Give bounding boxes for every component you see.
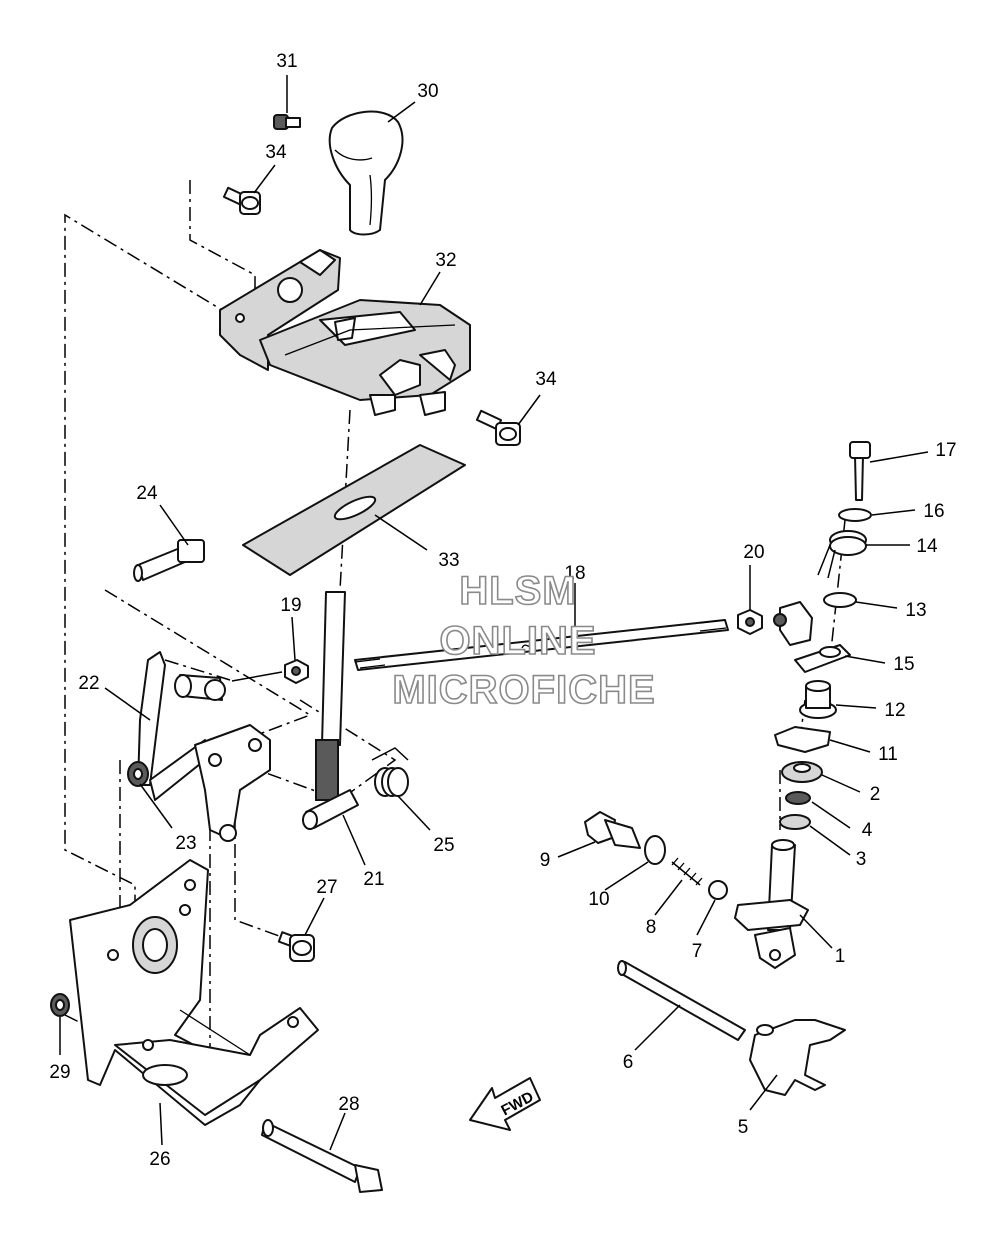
- callout-1: 1: [835, 946, 846, 967]
- spring-25[interactable]: [371, 747, 409, 797]
- watermark-line-1: HLSM: [459, 569, 576, 613]
- washer-13[interactable]: [823, 592, 857, 608]
- bolt-28[interactable]: [261, 1119, 383, 1193]
- fwd-direction-arrow: FWD: [469, 1077, 541, 1131]
- shift-rod-6[interactable]: [617, 960, 746, 1041]
- shift-arm-22[interactable]: [137, 651, 226, 786]
- callout-33: 33: [438, 550, 459, 571]
- shift-rod-21[interactable]: [302, 591, 359, 830]
- callout-26: 26: [149, 1149, 170, 1170]
- callout-27: 27: [316, 877, 337, 898]
- washer-16[interactable]: [838, 508, 872, 522]
- ball-7[interactable]: [708, 880, 728, 900]
- shift-knob-30[interactable]: [328, 110, 404, 236]
- callout-24: 24: [136, 483, 158, 504]
- callout-11: 11: [878, 744, 898, 765]
- washer-29[interactable]: [50, 993, 70, 1017]
- shift-bracket-21[interactable]: [149, 724, 271, 842]
- circlip-4[interactable]: [785, 791, 811, 805]
- washer-3[interactable]: [779, 814, 811, 830]
- nut-19[interactable]: [284, 659, 309, 684]
- bolt-24[interactable]: [133, 539, 205, 582]
- spring-14[interactable]: [817, 530, 867, 579]
- callout-28: 28: [338, 1094, 359, 1115]
- callout-31: 31: [276, 51, 297, 72]
- plug-9[interactable]: [584, 811, 641, 849]
- stopper-11[interactable]: [774, 726, 831, 753]
- bolt-27[interactable]: [277, 931, 315, 962]
- callout-32: 32: [435, 250, 456, 271]
- callout-12: 12: [884, 700, 905, 721]
- callout-20: 20: [743, 542, 764, 563]
- bushing-2[interactable]: [781, 761, 823, 783]
- callout-23: 23: [175, 833, 196, 854]
- callout-25: 25: [433, 835, 454, 856]
- callout-8: 8: [646, 917, 657, 938]
- callout-15: 15: [893, 654, 914, 675]
- gasket-10[interactable]: [644, 835, 666, 865]
- callout-18: 18: [564, 563, 585, 584]
- callout-9: 9: [540, 850, 551, 871]
- callout-7: 7: [692, 941, 703, 962]
- callout-3: 3: [856, 849, 867, 870]
- collar-12[interactable]: [799, 680, 837, 719]
- callout-4: 4: [862, 820, 873, 841]
- callout-14: 14: [916, 536, 938, 557]
- shift-lever-cover-32[interactable]: [219, 249, 471, 416]
- callout-30: 30: [417, 81, 438, 102]
- callout-19: 19: [280, 595, 301, 616]
- bracket-26[interactable]: [69, 859, 319, 1126]
- callout-10: 10: [588, 889, 609, 910]
- shift-rod-18[interactable]: [354, 619, 729, 671]
- callout-22: 22: [78, 673, 99, 694]
- callout-13: 13: [905, 600, 926, 621]
- screw-31[interactable]: [273, 114, 301, 130]
- callout-6: 6: [623, 1052, 634, 1073]
- callout-21: 21: [363, 869, 384, 890]
- callout-29: 29: [49, 1062, 70, 1083]
- shift-fork-5[interactable]: [749, 1019, 846, 1096]
- callout-labels: 31 30 34 32 34 17 16 14 13 15 12 11 2 4 …: [49, 51, 956, 1170]
- callout-34-lower: 34: [535, 369, 557, 390]
- plate-33[interactable]: [242, 444, 466, 576]
- callout-34-upper: 34: [265, 142, 287, 163]
- shift-shaft-1[interactable]: [734, 839, 809, 969]
- leader-lines: [59, 75, 929, 1151]
- callout-5: 5: [738, 1117, 749, 1138]
- bolt-34-upper[interactable]: [222, 186, 261, 215]
- nut-20[interactable]: [737, 609, 763, 635]
- watermark-line-3: MICROFICHE: [392, 668, 655, 712]
- washer-23[interactable]: [127, 761, 149, 787]
- lever-15[interactable]: [773, 601, 851, 673]
- spring-8[interactable]: [671, 857, 703, 886]
- callout-16: 16: [923, 501, 944, 522]
- bolt-17[interactable]: [849, 441, 871, 501]
- bolt-34-lower[interactable]: [475, 409, 521, 446]
- watermark: HLSM ONLINE MICROFICHE: [392, 568, 656, 713]
- watermark-line-2: ONLINE: [439, 619, 596, 663]
- callout-2: 2: [870, 784, 881, 805]
- callout-17: 17: [935, 440, 956, 461]
